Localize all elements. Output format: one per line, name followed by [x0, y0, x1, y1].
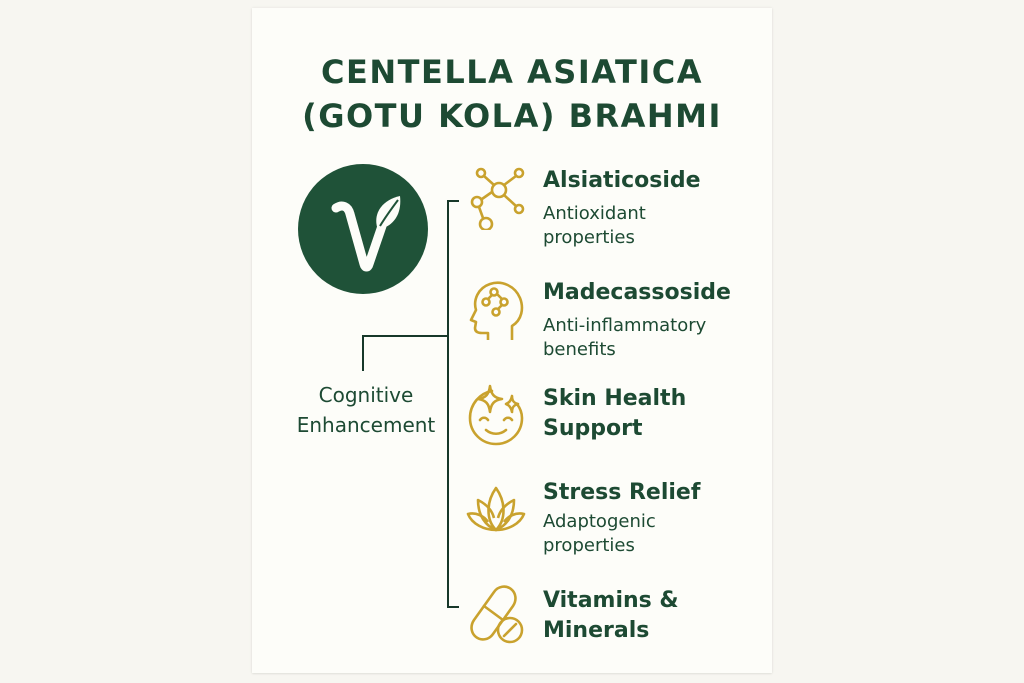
- item-desc: Adaptogenic properties: [543, 511, 656, 556]
- connector-top-tick: [447, 200, 459, 202]
- connector-branch-horizontal: [362, 335, 449, 337]
- item-name: Stress Relief: [543, 480, 701, 505]
- item-name: Vitamins & Minerals: [543, 588, 679, 643]
- smiling-face-sparkle-icon: [468, 384, 524, 446]
- title-line-2: (GOTU KOLA) BRAHMI: [302, 97, 722, 135]
- connector-vertical: [447, 200, 449, 608]
- connector-branch-drop: [362, 335, 364, 371]
- item-name: Alsiaticoside: [543, 168, 701, 193]
- item-desc: Antioxidant properties: [543, 203, 646, 248]
- pill-tablet-icon: [470, 585, 524, 644]
- connector-bottom-tick: [447, 606, 459, 608]
- infographic-card: CENTELLA ASIATICA (GOTU KOLA) BRAHMI Cog…: [252, 8, 772, 673]
- head-brain-icon: [469, 281, 524, 340]
- leaf-v-logo-icon: [298, 164, 428, 294]
- molecule-icon: [470, 167, 525, 230]
- cognitive-enhancement-label: Cognitive Enhancement: [296, 383, 436, 437]
- item-desc: Anti-inflammatory benefits: [543, 315, 707, 360]
- lotus-icon: [466, 486, 526, 532]
- page-title: CENTELLA ASIATICA (GOTU KOLA) BRAHMI: [252, 50, 772, 138]
- item-name: Skin Health Support: [543, 386, 687, 441]
- item-name: Madecassoside: [543, 280, 731, 305]
- title-line-1: CENTELLA ASIATICA: [321, 53, 703, 91]
